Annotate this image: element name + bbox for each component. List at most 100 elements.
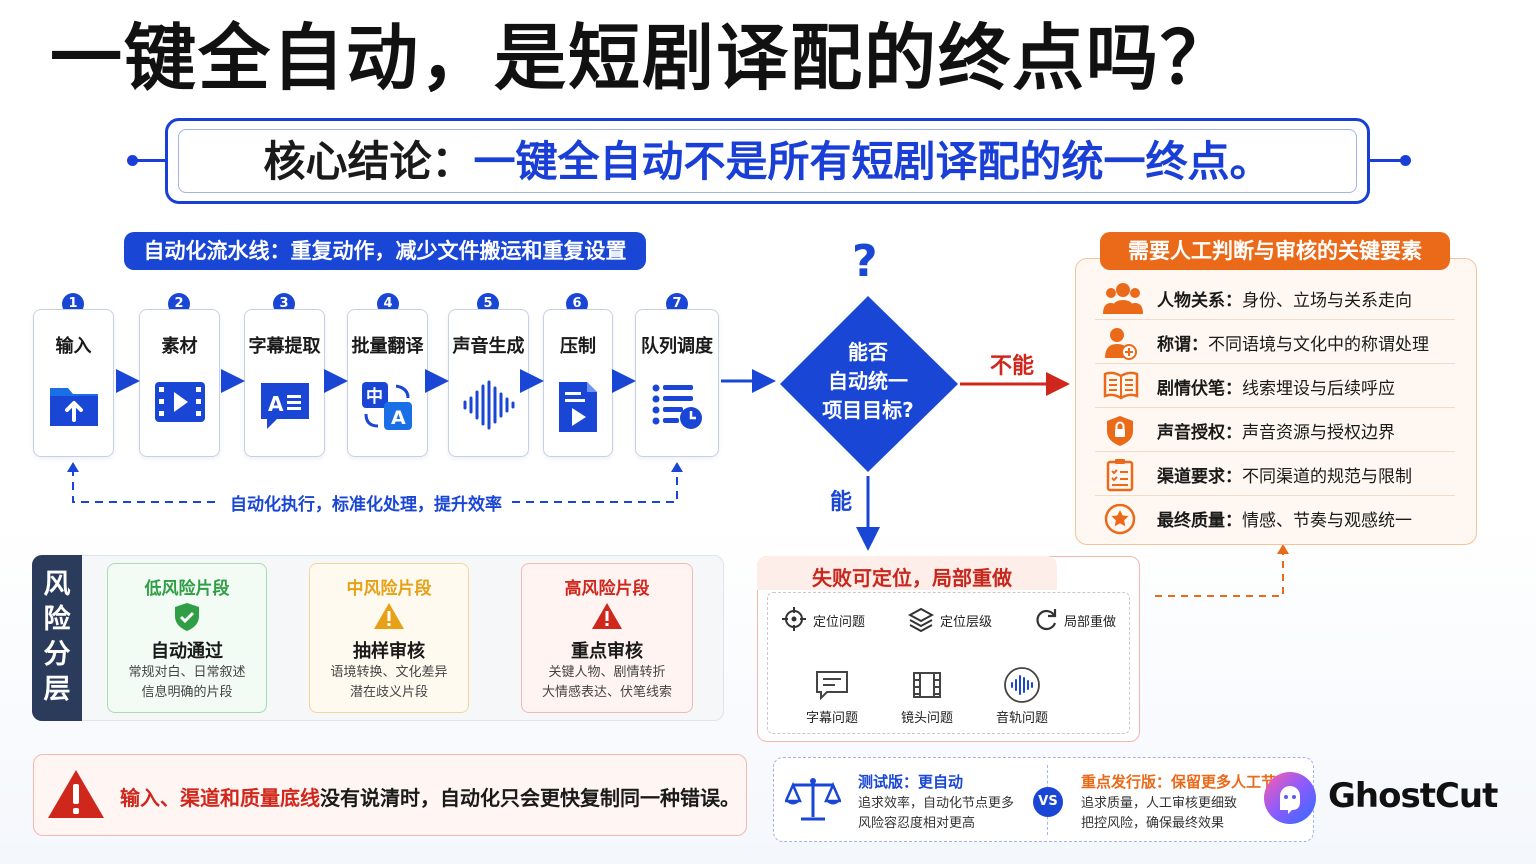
yes-label: 能 bbox=[830, 490, 853, 515]
factors-title: 需要人工判断与审核的关键要素 bbox=[1100, 232, 1450, 270]
soundwave-icon bbox=[461, 380, 517, 434]
fail-step-label: 定位问题 bbox=[813, 615, 866, 630]
factor-value: 身份、立场与关系走向 bbox=[1242, 291, 1412, 311]
factor-row: 渠道要求：不同渠道的规范与限制 bbox=[1095, 452, 1455, 496]
factor-value: 线索埋设与后续呼应 bbox=[1242, 379, 1395, 399]
banner-left-dot bbox=[127, 155, 138, 166]
people-icon bbox=[1103, 282, 1143, 316]
step-label: 字幕提取 bbox=[248, 336, 321, 357]
step-encode: 压制 bbox=[543, 309, 613, 457]
conclusion-banner: 核心结论：一键全自动不是所有短剧译配的统一终点。 bbox=[165, 118, 1370, 204]
layers-icon bbox=[907, 606, 935, 636]
issue-label: 字幕问题 bbox=[806, 711, 859, 726]
video-file-icon bbox=[557, 380, 599, 438]
decision-line: 自动统一 bbox=[828, 369, 908, 393]
banner-right-line bbox=[1369, 159, 1405, 162]
factor-text: 剧情伏笔：线索埋设与后续呼应 bbox=[1157, 374, 1395, 399]
risk-desc-line: 常规对白、日常叙述 bbox=[128, 665, 246, 680]
factor-value: 情感、节奏与观感统一 bbox=[1242, 511, 1412, 531]
decision-diamond bbox=[780, 296, 958, 472]
scale-icon bbox=[784, 775, 842, 827]
factor-value: 不同语境与文化中的称谓处理 bbox=[1208, 335, 1429, 355]
step-label: 队列调度 bbox=[641, 336, 713, 357]
factor-value: 声音资源与授权边界 bbox=[1242, 423, 1395, 443]
factor-key: 人物关系： bbox=[1157, 291, 1242, 311]
user-add-icon bbox=[1103, 326, 1137, 360]
folder-upload-icon bbox=[48, 380, 100, 432]
risk-side-label: 风 险 分 层 bbox=[32, 555, 82, 721]
risk-card-desc: 语境转换、文化差异潜在歧义片段 bbox=[310, 663, 468, 703]
step-voice-gen: 声音生成 bbox=[448, 309, 529, 457]
issue-label: 镜头问题 bbox=[901, 711, 954, 726]
page-title: 一键全自动，是短剧译配的终点吗？ bbox=[50, 16, 1235, 100]
svg-text:中: 中 bbox=[366, 386, 383, 407]
compare-right-desc: 追求质量，人工审核更细致把控风险，确保最终效果 bbox=[1081, 794, 1237, 834]
factor-key: 最终质量： bbox=[1157, 511, 1242, 531]
factor-value: 不同渠道的规范与限制 bbox=[1242, 467, 1412, 487]
factor-row: 人物关系：身份、立场与关系走向 bbox=[1095, 276, 1455, 320]
risk-side-char: 风 bbox=[43, 569, 71, 600]
warning-triangle-icon bbox=[373, 602, 405, 634]
risk-card-low: 低风险片段 自动通过 常规对白、日常叙述信息明确的片段 bbox=[107, 563, 267, 713]
risk-card-action: 重点审核 bbox=[571, 641, 643, 662]
shield-check-icon bbox=[173, 602, 201, 636]
factor-text: 渠道要求：不同渠道的规范与限制 bbox=[1157, 462, 1412, 487]
compare-desc-line: 追求质量，人工审核更细致 bbox=[1081, 796, 1238, 811]
crosshair-icon bbox=[781, 606, 807, 636]
checklist-icon bbox=[1103, 458, 1137, 492]
warning-highlight: 输入、渠道和质量底线 bbox=[120, 786, 320, 810]
risk-desc-line: 潜在歧义片段 bbox=[349, 685, 428, 700]
factor-row: 最终质量：情感、节奏与观感统一 bbox=[1095, 496, 1455, 540]
loop-dashed bbox=[72, 468, 678, 503]
step-queue: 队列调度 bbox=[635, 309, 719, 457]
step-label: 输入 bbox=[55, 336, 92, 357]
warning-rest: 没有说清时，自动化只会更快复制同一种错误。 bbox=[320, 786, 740, 810]
fail-step-label: 定位层级 bbox=[940, 615, 993, 630]
step-label: 批量翻译 bbox=[351, 336, 424, 357]
factors-panel bbox=[1075, 258, 1477, 545]
decision-line: 能否 bbox=[848, 340, 888, 364]
warning-box bbox=[33, 754, 747, 836]
video-film-icon bbox=[154, 380, 206, 428]
svg-text:A: A bbox=[268, 392, 284, 416]
risk-card-desc: 常规对白、日常叙述信息明确的片段 bbox=[108, 663, 266, 703]
risk-desc-line: 大情感表达、伏笔线索 bbox=[541, 685, 672, 700]
banner-left-line bbox=[130, 159, 166, 162]
factor-row: 声音授权：声音资源与授权边界 bbox=[1095, 408, 1455, 452]
risk-desc-line: 信息明确的片段 bbox=[141, 685, 233, 700]
question-mark: ? bbox=[852, 236, 878, 287]
issue-label: 音轨问题 bbox=[996, 711, 1049, 726]
risk-desc-line: 语境转换、文化差异 bbox=[330, 665, 448, 680]
factor-text: 称谓：不同语境与文化中的称谓处理 bbox=[1157, 330, 1429, 355]
risk-card-action: 抽样审核 bbox=[353, 641, 425, 662]
fail-panel-tab bbox=[757, 556, 1057, 590]
compare-right-title: 重点发行版：保留更多人工节 bbox=[1081, 773, 1277, 791]
audio-issue-icon bbox=[1003, 666, 1041, 708]
compare-left-desc: 追求效率，自动化节点更多风险容忍度相对更高 bbox=[858, 794, 1014, 834]
ghostcut-logo-icon bbox=[1262, 770, 1318, 826]
fail-panel-inner bbox=[767, 592, 1130, 734]
decision-line: 项目目标? bbox=[822, 398, 914, 422]
risk-card-title: 低风险片段 bbox=[144, 579, 230, 599]
book-icon bbox=[1103, 370, 1139, 404]
factor-key: 渠道要求： bbox=[1157, 467, 1242, 487]
compare-desc-line: 把控风险，确保最终效果 bbox=[1081, 816, 1225, 831]
subtitle-text-icon: A bbox=[258, 380, 312, 436]
factor-key: 称谓： bbox=[1157, 335, 1208, 355]
risk-card-desc: 关键人物、剧情转折大情感表达、伏笔线索 bbox=[522, 663, 692, 703]
risk-card-title: 中风险片段 bbox=[346, 579, 432, 599]
factor-text: 声音授权：声音资源与授权边界 bbox=[1157, 418, 1395, 443]
star-badge-icon bbox=[1103, 502, 1137, 536]
risk-card-title: 高风险片段 bbox=[564, 579, 650, 599]
subtitle-issue-icon bbox=[815, 670, 849, 704]
compare-desc-line: 追求效率，自动化节点更多 bbox=[858, 796, 1015, 811]
banner-right-dot bbox=[1400, 155, 1411, 166]
banner-key: 核心结论： bbox=[263, 137, 474, 186]
factor-text: 最终质量：情感、节奏与观感统一 bbox=[1157, 506, 1412, 531]
banner-value: 一键全自动不是所有短剧译配的统一终点。 bbox=[473, 137, 1272, 186]
factor-row: 剧情伏笔：线索埋设与后续呼应 bbox=[1095, 364, 1455, 408]
banner-text: 核心结论：一键全自动不是所有短剧译配的统一终点。 bbox=[168, 135, 1367, 189]
